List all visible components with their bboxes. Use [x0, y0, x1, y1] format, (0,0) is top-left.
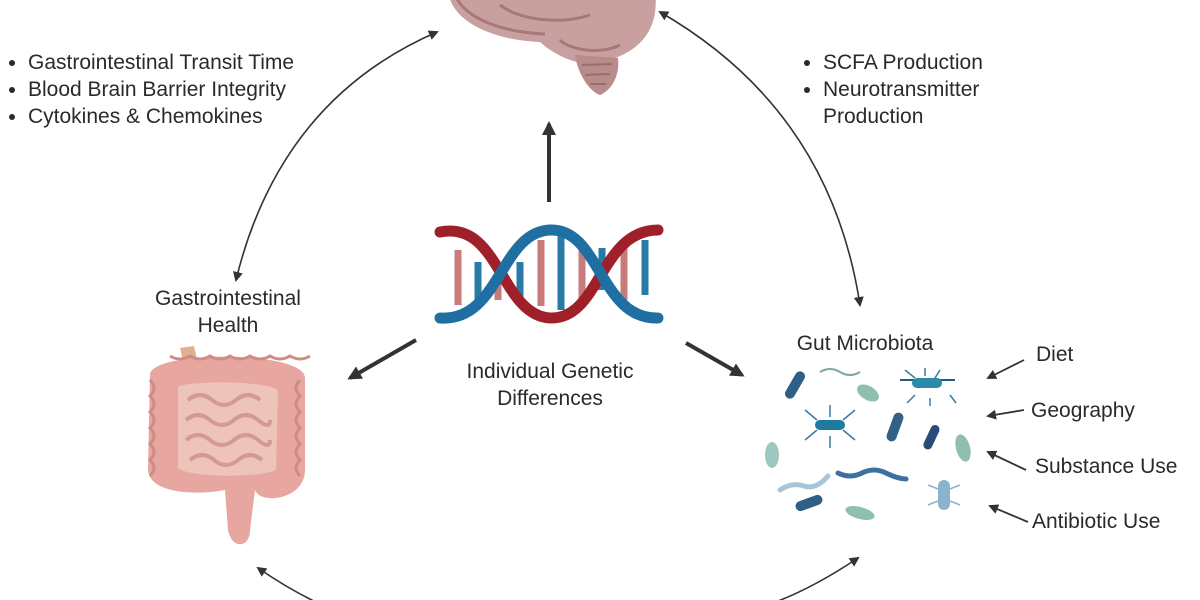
arrow-gi-microbiota-right: [778, 556, 860, 600]
genetics-label: Individual Genetic Differences: [466, 360, 634, 410]
factor-substance-use: Substance Use: [1035, 455, 1178, 478]
list-item: Blood Brain Barrier Integrity: [28, 76, 294, 103]
arrow-genetics-microbiota: [685, 341, 745, 377]
microbiota-icon: [765, 368, 971, 520]
factor-diet: Diet: [1036, 343, 1074, 366]
arrow-brain-gi: [233, 30, 439, 282]
dna-icon: [434, 224, 664, 324]
gi-brain-mechanisms-list: Gastrointestinal Transit Time Blood Brai…: [2, 49, 294, 130]
arrow-geography: [986, 409, 1025, 420]
list-item: Neurotransmitter Production: [823, 76, 1053, 130]
arrow-genetics-gi: [347, 338, 417, 380]
gi-health-label: Gastrointestinal Health: [155, 287, 301, 337]
list-item: Cytokines & Chemokines: [28, 103, 294, 130]
arrow-gi-microbiota-left: [256, 566, 314, 600]
intestines-icon: [147, 346, 311, 545]
microbiota-brain-mechanisms-list: SCFA Production Neurotransmitter Product…: [797, 49, 1053, 130]
arrow-diet: [986, 359, 1025, 379]
list-item: Gastrointestinal Transit Time: [28, 49, 294, 76]
gut-microbiota-label: Gut Microbiota: [796, 332, 934, 355]
factor-antibiotic-use: Antibiotic Use: [1032, 510, 1161, 533]
arrow-substance-use: [986, 450, 1027, 471]
brain-icon: [450, 0, 656, 95]
factor-geography: Geography: [1031, 399, 1135, 422]
arrow-antibiotic-use: [988, 504, 1029, 523]
arrow-brain-microbiota: [658, 11, 864, 307]
list-item: SCFA Production: [823, 49, 1053, 76]
